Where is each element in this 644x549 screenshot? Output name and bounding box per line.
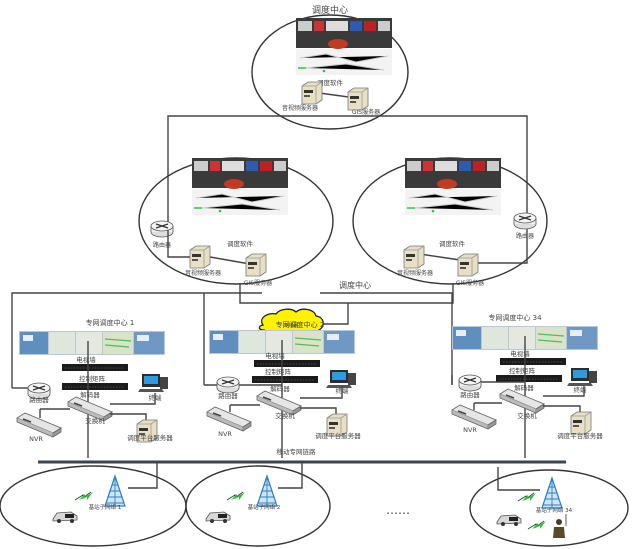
mid-left-av-server-icon	[189, 245, 211, 269]
dispatch-server-icon	[570, 411, 592, 435]
tv-wall-label: 电视墙	[510, 349, 530, 358]
mid-right-software-screenshot	[404, 157, 502, 216]
decoder-label: 解码器	[270, 384, 290, 393]
control-matrix-icon	[61, 382, 129, 391]
mid-right-router-label: 路由器	[516, 232, 534, 240]
dispatch-server-label: 调度平台服务器	[315, 431, 361, 440]
top-uplink	[167, 115, 528, 230]
control-matrix-icon	[251, 375, 319, 384]
terminal-icon	[567, 368, 597, 386]
nvr-icon	[206, 406, 252, 432]
mid-left-router-label: 路由器	[153, 241, 171, 249]
base-station-label: 基站子网络 2	[248, 503, 281, 511]
top-server2-label: GIS服务器	[352, 108, 380, 116]
dispatch-server-label: 调度平台服务器	[557, 431, 603, 440]
tv-wall-label: 电视墙	[265, 351, 285, 360]
base-station-label: 基站子网络 1	[89, 503, 122, 511]
switch-label: 交换机	[275, 411, 295, 420]
decoder-label: 解码器	[80, 390, 100, 399]
top-center-boundary	[251, 14, 409, 130]
mid-left-software-screenshot	[191, 157, 289, 216]
tv-wall-rack-icon	[253, 359, 321, 368]
tower-icon	[541, 477, 563, 509]
mid-right-software-label: 调度软件	[439, 239, 466, 248]
terminal-icon	[326, 370, 356, 388]
mid-right-router-icon	[513, 212, 537, 230]
tv-wall-label: 电视墙	[76, 355, 96, 364]
base-station-1: 基站子网络 1	[0, 462, 187, 547]
terminal-icon	[138, 374, 168, 392]
vehicle-icon	[205, 511, 231, 524]
vehicle-icon	[52, 511, 78, 524]
mid-left-software-label: 调度软件	[227, 239, 254, 248]
tv-wall-rack-icon	[499, 357, 567, 366]
ellipsis-more-stations: ……	[386, 503, 410, 517]
mid-left-gis-server-icon	[245, 253, 267, 277]
mid-caption: 调度中心	[339, 280, 371, 290]
mid-left-server2-label: GIS服务器	[244, 279, 272, 287]
top-center-title: 调度中心	[312, 4, 348, 16]
tower-icon	[104, 475, 126, 507]
switch-label: 交换机	[85, 416, 105, 425]
video-wall-icon	[18, 330, 166, 356]
sub-center-2: 专网调度中心 2 电视墙 控制矩阵 解码器 路由器 终端 交换机 NVR 调度平…	[204, 320, 361, 458]
av-server-icon	[301, 81, 323, 105]
sub-center-34: 专网调度中心 34 电视墙 控制矩阵 解码器 路由器 终端 交换机 NVR 调度…	[451, 313, 603, 458]
router-label: 路由器	[218, 391, 238, 400]
mid-right-gis-server-icon	[457, 253, 479, 277]
router-label: 路由器	[460, 390, 480, 399]
base-station-2: 基站子网络 2	[185, 462, 331, 547]
nvr-label: NVR	[218, 430, 232, 438]
top-software-label: 调度软件	[317, 78, 344, 87]
bus-label: 移动专网链路	[277, 447, 317, 456]
sub-center-1: 专网调度中心 1 电视墙 控制矩阵 解码器 路由器 终端 交换机 NVR 调度平…	[12, 318, 173, 458]
switch-label: 交换机	[517, 411, 537, 420]
wireless-link-icon	[527, 520, 547, 530]
control-matrix-label: 控制矩阵	[79, 374, 106, 383]
router-icon	[458, 374, 482, 392]
router-label: 路由器	[29, 395, 49, 404]
base-station-boundary	[469, 469, 629, 547]
tv-wall-rack-icon	[61, 363, 129, 372]
sub-center-title: 专网调度中心 34	[488, 313, 542, 322]
nvr-label: NVR	[29, 435, 43, 443]
control-matrix-label: 控制矩阵	[509, 366, 536, 375]
mid-left-router-icon	[150, 220, 174, 238]
router-icon	[216, 376, 240, 394]
top-server1-label: 音视频服务器	[282, 104, 318, 112]
cloud-label: 专线网	[283, 322, 298, 329]
wireless-link-icon	[226, 491, 246, 501]
switch-icon	[499, 388, 545, 414]
base-station-34: 基站子网络 34	[469, 467, 629, 547]
decoder-label: 解码器	[514, 383, 534, 392]
mid-right-server1-label: 音视频服务器	[397, 269, 433, 277]
base-station-label: 基站子网络 34	[536, 506, 573, 514]
wireless-link-icon	[517, 492, 537, 502]
base-station-boundary	[185, 465, 331, 547]
control-matrix-label: 控制矩阵	[265, 367, 292, 376]
nvr-icon	[16, 412, 62, 438]
wireless-link-icon	[74, 491, 94, 501]
person-icon	[553, 514, 567, 538]
mid-right-server2-label: GIS服务器	[456, 279, 484, 287]
terminal-label: 终端	[574, 385, 588, 394]
sub-center-title: 专网调度中心 1	[86, 318, 135, 327]
mid-left-server1-label: 音视频服务器	[185, 269, 221, 277]
control-matrix-icon	[495, 374, 563, 383]
mid-right-av-server-icon	[403, 245, 425, 269]
sub-center-title: 专网调度中心 2	[276, 320, 325, 329]
gis-server-icon	[347, 87, 369, 111]
dispatch-server-label: 调度平台服务器	[127, 433, 173, 442]
nvr-label: NVR	[463, 426, 477, 434]
vehicle-icon	[496, 514, 522, 527]
dispatch-software-screenshot	[295, 17, 393, 76]
tower-icon	[256, 475, 278, 507]
